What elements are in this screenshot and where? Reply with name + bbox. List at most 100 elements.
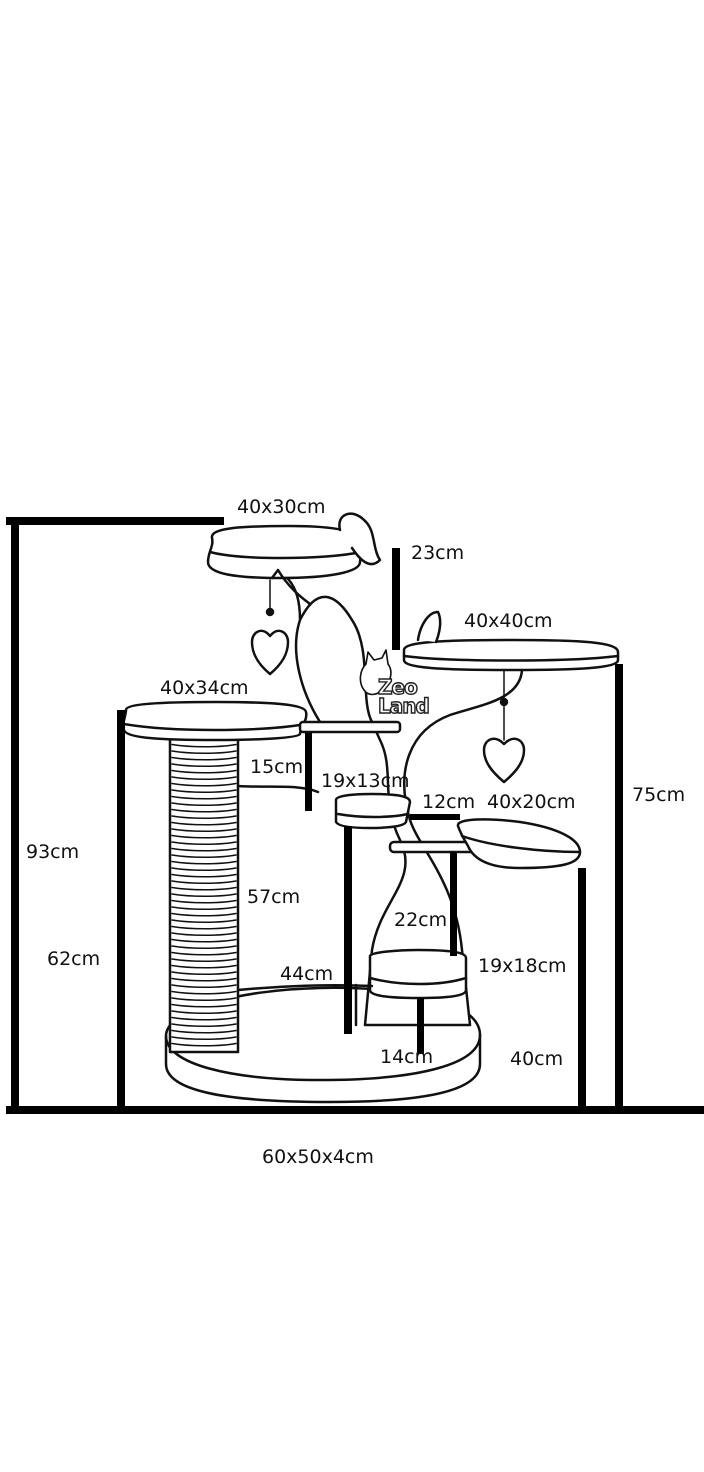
floor-bar xyxy=(6,1106,704,1114)
post-rope-ring xyxy=(171,906,237,911)
post-rope-ring xyxy=(171,925,237,930)
top-perch-backrest xyxy=(338,512,382,566)
lower-step-edge xyxy=(368,976,468,986)
post-rope-ring xyxy=(171,828,237,833)
right-perch-ear xyxy=(416,610,442,644)
post-rope-ring xyxy=(171,1003,237,1008)
post-rope-ring xyxy=(171,984,237,989)
post-rope-ring xyxy=(171,958,237,963)
label-middle-gap: 22cm xyxy=(394,909,448,931)
logo-text: Zeo Land xyxy=(377,675,430,718)
middle-gap-bar xyxy=(450,852,457,956)
post-rope-ring xyxy=(171,1036,237,1041)
post-rope-ring xyxy=(171,977,237,982)
right-low-height-bar xyxy=(578,868,586,1108)
label-right-height: 75cm xyxy=(632,784,686,806)
label-right-low-height: 40cm xyxy=(510,1048,564,1070)
label-mid-perch: 40x20cm xyxy=(487,791,576,813)
post-rope-ring xyxy=(171,1042,237,1047)
post-rope-ring xyxy=(171,782,237,787)
left-perch xyxy=(122,700,308,742)
post-rope-ring xyxy=(171,964,237,969)
central-trunk xyxy=(298,595,524,1027)
label-left-perch: 40x34cm xyxy=(160,677,249,699)
post-rope-ring xyxy=(171,750,237,755)
right-toy-knot xyxy=(499,697,509,707)
total-height-bar xyxy=(11,521,19,1113)
post-rope-ring xyxy=(171,951,237,956)
logo-cat-icon xyxy=(359,649,392,696)
post-rope-ring xyxy=(171,1016,237,1021)
label-post-gap: 15cm xyxy=(250,756,304,778)
sisal-rope xyxy=(236,784,320,794)
label-step-height: 44cm xyxy=(280,963,334,985)
post-rope-ring xyxy=(171,743,237,748)
left-height-bar xyxy=(117,710,125,1114)
post-rope-ring xyxy=(171,847,237,852)
post-rope-ring xyxy=(171,776,237,781)
post-rope-ring xyxy=(171,886,237,891)
label-top-perch: 40x30cm xyxy=(237,496,326,518)
post-rope-ring xyxy=(171,932,237,937)
post-rope-ring xyxy=(171,795,237,800)
mid-perch-edge xyxy=(460,834,582,854)
post-rope-ring xyxy=(171,802,237,807)
label-left-height: 62cm xyxy=(47,948,101,970)
base-board-top-edge xyxy=(164,1033,482,1082)
post-rope-rings xyxy=(171,737,237,1047)
right-height-bar xyxy=(615,664,623,1110)
small-step xyxy=(334,792,412,830)
right-perch xyxy=(402,638,620,672)
post-rope-ring xyxy=(171,867,237,872)
lower-step xyxy=(368,948,468,1000)
top-height-bar xyxy=(6,517,224,525)
post-rope-ring xyxy=(171,997,237,1002)
label-top-gap: 23cm xyxy=(411,542,465,564)
top-perch-edge xyxy=(208,550,364,560)
label-base: 60x50x4cm xyxy=(262,1146,374,1168)
post-rope-ring xyxy=(171,854,237,859)
post-rope-ring xyxy=(171,990,237,995)
mid-perch xyxy=(456,818,582,870)
bottom-gap-bar xyxy=(417,998,424,1054)
lower-rope xyxy=(236,983,374,992)
post-rope-ring xyxy=(171,938,237,943)
post-rope-ring xyxy=(171,808,237,813)
label-total-height: 93cm xyxy=(26,841,80,863)
left-toy-knot xyxy=(265,607,275,617)
left-heart-toy-icon xyxy=(250,629,290,676)
post-rope-ring xyxy=(171,841,237,846)
post-rope-ring xyxy=(171,815,237,820)
post-rope-ring xyxy=(171,1010,237,1015)
post-rope-ring xyxy=(171,769,237,774)
post-rope-ring xyxy=(171,912,237,917)
top-perch-support xyxy=(270,568,312,606)
post-rope-ring xyxy=(171,880,237,885)
trunk-left-curve xyxy=(273,568,322,724)
dimension-lines xyxy=(6,517,704,1114)
post-rope-ring xyxy=(171,945,237,950)
label-lower-step: 19x18cm xyxy=(478,955,567,977)
post-rope-ring xyxy=(171,834,237,839)
right-heart-toy-icon xyxy=(482,737,526,784)
post-rope-ring xyxy=(171,873,237,878)
small-step-edge xyxy=(336,812,410,819)
middle-shelf xyxy=(298,720,402,734)
post-rope-ring xyxy=(171,1029,237,1034)
step-height-bar xyxy=(344,826,352,1034)
scratching-post xyxy=(168,728,240,1054)
label-step-gap: 12cm xyxy=(422,791,476,813)
top-gap-bar xyxy=(392,548,400,650)
post-rope-ring xyxy=(171,821,237,826)
logo-brand-mark: Zeo Land xyxy=(377,675,450,718)
post-gap-bar xyxy=(305,733,312,811)
post-rope-ring xyxy=(171,893,237,898)
post-rope-ring xyxy=(171,789,237,794)
right-perch-edge xyxy=(402,654,620,662)
post-rope-ring xyxy=(171,971,237,976)
post-rope-ring xyxy=(171,899,237,904)
label-right-perch: 40x40cm xyxy=(464,610,553,632)
post-rope-ring xyxy=(171,919,237,924)
label-bottom-gap: 14cm xyxy=(380,1046,434,1068)
